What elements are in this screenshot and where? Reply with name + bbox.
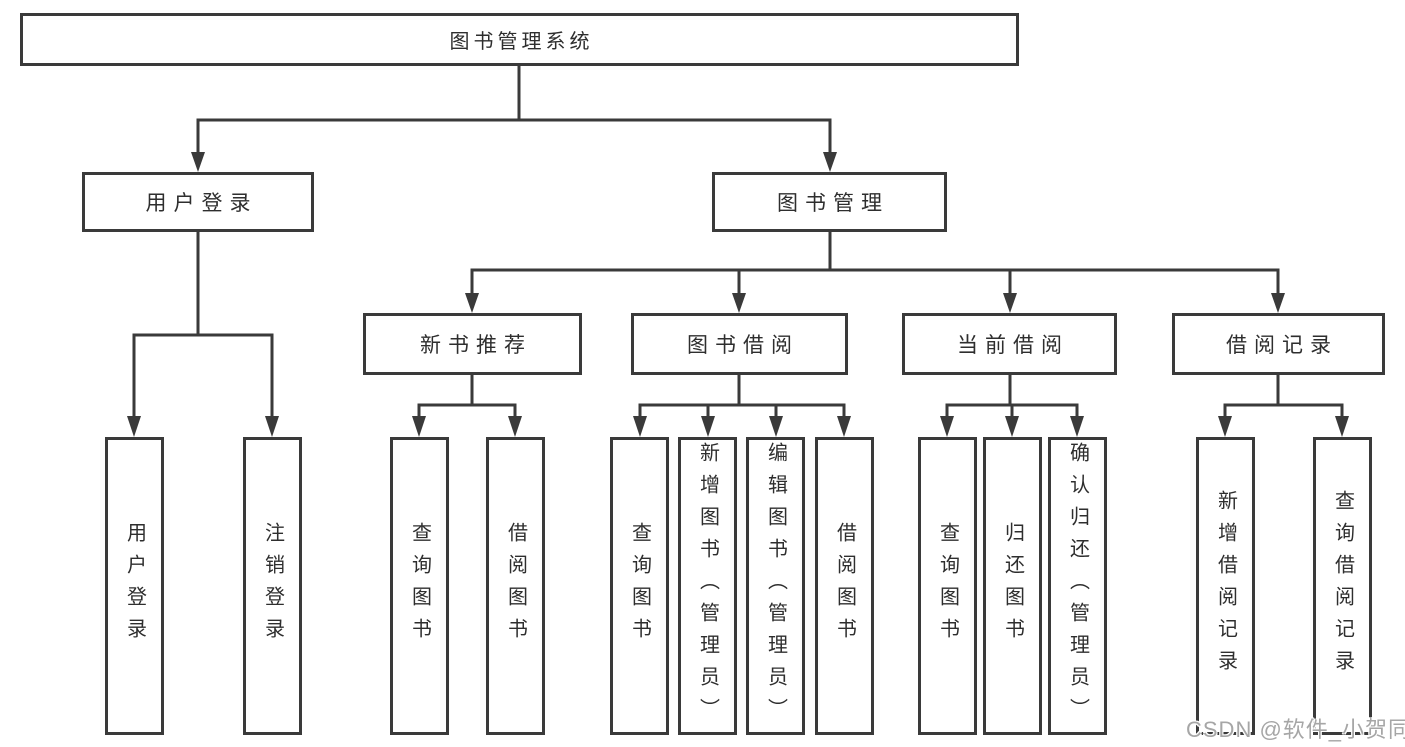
leaf-user-login-label: 用户登录 (123, 522, 146, 650)
node-user-login: 用户登录 (82, 172, 314, 232)
arrowhead-icon (1335, 416, 1349, 437)
connector-current-borrow-split (940, 372, 1084, 437)
csdn-watermark: CSDN @软件_小贺同学 (1186, 717, 1405, 742)
connector-root-to-level2 (191, 64, 837, 172)
node-current-borrow-label: 当前借阅 (957, 334, 1069, 357)
leaf-logout: 注销登录 (243, 437, 302, 735)
node-book-management-label: 图书管理 (777, 192, 889, 215)
node-current-borrow: 当前借阅 (902, 313, 1117, 375)
connector-book-borrow-split (633, 372, 851, 437)
node-root: 图书管理系统 (20, 13, 1019, 66)
leaf-query-books-current: 查询图书 (918, 437, 977, 735)
connector-user-login-split (127, 228, 279, 437)
connector-book-management-split (465, 228, 1285, 313)
leaf-add-book-admin-label: 新增图书（管理员） (696, 442, 719, 730)
arrowhead-icon (191, 152, 205, 172)
arrowhead-icon (127, 416, 141, 437)
connector-lines (945, 372, 1079, 423)
arrowhead-icon (701, 416, 715, 437)
connector-lines (1223, 372, 1344, 423)
arrowhead-icon (732, 293, 746, 313)
connector-lines (417, 372, 517, 423)
leaf-query-books-borrow: 查询图书 (610, 437, 669, 735)
node-book-borrow-label: 图书借阅 (687, 334, 799, 357)
leaf-query-books-borrow-label: 查询图书 (628, 522, 651, 650)
leaf-add-borrow-record-label: 新增借阅记录 (1214, 490, 1237, 682)
leaf-borrow-books-label: 借阅图书 (833, 522, 856, 650)
leaf-return-book-label: 归还图书 (1001, 522, 1024, 650)
connector-borrow-records-split (1218, 372, 1349, 437)
leaf-edit-book-admin-label: 编辑图书（管理员） (764, 442, 787, 730)
leaf-edit-book-admin: 编辑图书（管理员） (746, 437, 805, 735)
connector-lines (196, 64, 832, 158)
node-book-management: 图书管理 (712, 172, 947, 232)
leaf-query-books-recommend-label: 查询图书 (408, 522, 431, 650)
leaf-query-books-recommend: 查询图书 (390, 437, 449, 735)
connector-lines (132, 228, 274, 423)
arrowhead-icon (1218, 416, 1232, 437)
leaf-user-login: 用户登录 (105, 437, 164, 735)
leaf-borrow-books-recommend: 借阅图书 (486, 437, 545, 735)
arrowhead-icon (823, 152, 837, 172)
leaf-add-book-admin: 新增图书（管理员） (678, 437, 737, 735)
arrowhead-icon (769, 416, 783, 437)
arrowhead-icon (633, 416, 647, 437)
leaf-query-borrow-record-label: 查询借阅记录 (1331, 490, 1354, 682)
node-borrow-records-label: 借阅记录 (1226, 334, 1338, 357)
arrowhead-icon (465, 293, 479, 313)
arrowhead-icon (1271, 293, 1285, 313)
node-new-book-recommend-label: 新书推荐 (420, 334, 532, 357)
arrowhead-icon (412, 416, 426, 437)
leaf-logout-label: 注销登录 (261, 522, 284, 650)
leaf-query-borrow-record: 查询借阅记录 (1313, 437, 1372, 735)
leaf-borrow-books-recommend-label: 借阅图书 (504, 522, 527, 650)
leaf-confirm-return-admin: 确认归还（管理员） (1048, 437, 1107, 735)
connector-new-book-split (412, 372, 522, 437)
leaf-borrow-books: 借阅图书 (815, 437, 874, 735)
leaf-confirm-return-admin-label: 确认归还（管理员） (1066, 442, 1089, 730)
arrowhead-icon (265, 416, 279, 437)
leaf-return-book: 归还图书 (983, 437, 1042, 735)
arrowhead-icon (1070, 416, 1084, 437)
leaf-query-books-current-label: 查询图书 (936, 522, 959, 650)
node-new-book-recommend: 新书推荐 (363, 313, 582, 375)
arrowhead-icon (837, 416, 851, 437)
arrowhead-icon (1003, 293, 1017, 313)
node-borrow-records: 借阅记录 (1172, 313, 1385, 375)
node-user-login-label: 用户登录 (145, 192, 258, 215)
leaf-add-borrow-record: 新增借阅记录 (1196, 437, 1255, 735)
arrowhead-icon (1005, 416, 1019, 437)
arrowhead-icon (508, 416, 522, 437)
connector-lines (638, 372, 846, 423)
node-root-label: 图书管理系统 (449, 31, 594, 53)
node-book-borrow: 图书借阅 (631, 313, 848, 375)
connector-lines (470, 228, 1280, 299)
arrowhead-icon (940, 416, 954, 437)
